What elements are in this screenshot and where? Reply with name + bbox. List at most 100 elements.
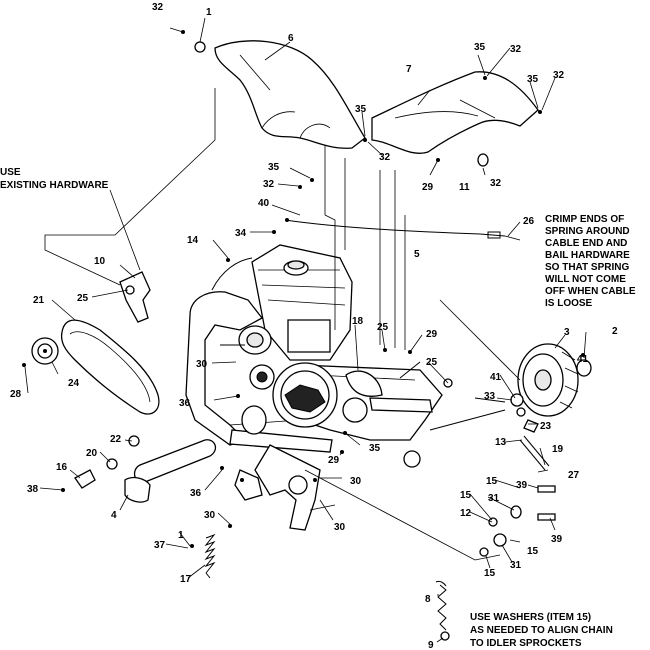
callout-label: 32 [490,178,502,189]
bolt-dots [22,30,585,548]
callout-label: 29 [422,182,434,193]
svg-text:CABLE END AND: CABLE END AND [545,238,627,249]
callout-label: 15 [460,490,472,501]
bracket-part [119,271,151,323]
engine-part [251,244,353,361]
callout-label: 35 [527,74,539,85]
callout-label: 18 [352,316,364,327]
chain-part [437,584,447,631]
callout-label: 32 [263,179,275,190]
callout-label: 30 [204,510,216,521]
callout-label: 25 [426,357,438,368]
callout-label: 6 [288,33,294,44]
drive-belt-part [60,319,160,415]
svg-text:OFF WHEN CABLE: OFF WHEN CABLE [545,286,636,297]
svg-text:SPRING AROUND: SPRING AROUND [545,226,630,237]
callout-label: 4 [111,510,117,521]
callout-label: 29 [328,455,340,466]
callout-label: 25 [377,322,389,333]
callout-label: 41 [577,354,589,365]
callout-label: 3 [564,327,570,338]
callout-label: 16 [56,462,68,473]
callout-label: 7 [406,64,412,75]
bail-handle-part [211,257,253,291]
callout-label: 40 [258,198,270,209]
callout-label: 26 [523,216,535,227]
callout-label: 37 [154,540,166,551]
callout-label: 31 [488,493,500,504]
svg-text:IS LOOSE: IS LOOSE [545,298,593,309]
callout-label: 12 [460,508,472,519]
callout-label: 2 [612,326,618,337]
axle-tube-part [124,439,217,503]
svg-text:WILL NOT COME: WILL NOT COME [545,274,626,285]
callout-label: 30 [196,359,208,370]
callout-label: 35 [355,104,367,115]
svg-text:SO THAT SPRING: SO THAT SPRING [545,262,629,273]
callout-label: 30 [350,476,362,487]
callout-label: 36 [179,398,191,409]
callout-label: 35 [268,162,280,173]
svg-text:TO IDLER SPROCKETS: TO IDLER SPROCKETS [470,638,582,649]
callout-label: 9 [428,640,434,650]
callout-label: 15 [486,476,498,487]
clutch-drum-part [238,325,383,435]
spring-part [204,533,216,574]
callout-label: 34 [235,228,247,239]
callout-label: 31 [510,560,522,571]
callout-label: 32 [379,152,391,163]
callout-label: 21 [33,295,45,306]
callout-label: 33 [484,391,496,402]
wheel-part [517,343,592,417]
callout-label: 28 [10,389,22,400]
callout-label: 1 [206,7,212,18]
callout-label: 39 [551,534,563,545]
callout-label: 19 [552,444,564,455]
svg-text:EXISTING HARDWARE: EXISTING HARDWARE [0,180,109,191]
callout-label: 39 [516,480,528,491]
callout-label: 41 [490,372,502,383]
callout-label: 27 [568,470,580,481]
callout-label: 15 [527,546,539,557]
callout-label: 35 [369,443,381,454]
callout-label: 15 [484,568,496,579]
callout-label: 25 [77,293,89,304]
svg-text:BAIL HARDWARE: BAIL HARDWARE [545,250,630,261]
callout-label: 35 [474,42,486,53]
svg-text:USE: USE [0,167,21,178]
callout-label: 30 [334,522,346,533]
callout-label: 14 [187,235,199,246]
callout-label: 11 [459,182,470,193]
svg-text:AS NEEDED TO ALIGN CHAIN: AS NEEDED TO ALIGN CHAIN [470,625,613,636]
callout-label: 1 [178,530,184,541]
callout-label: 36 [190,488,202,499]
note-crimp-spring: CRIMP ENDS OF SPRING AROUND CABLE END AN… [545,214,636,309]
leader-lines [24,17,587,643]
cable-part [284,219,506,237]
callout-label: 38 [27,484,39,495]
callout-label: 17 [180,574,192,585]
note-use-washers: USE WASHERS (ITEM 15) AS NEEDED TO ALIGN… [470,612,613,649]
callout-label: 32 [510,44,522,55]
idler-bracket-part [234,444,321,531]
callout-label: 10 [94,256,106,267]
callout-label: 32 [553,70,565,81]
callout-label: 22 [110,434,122,445]
pulley-part [31,337,59,365]
callout-label: 32 [152,2,164,13]
callout-label: 23 [540,421,552,432]
callout-label: 20 [86,448,98,459]
note-existing-hardware: USE EXISTING HARDWARE [0,167,109,191]
callout-label: 13 [495,437,507,448]
callout-label: 29 [426,329,438,340]
callout-numbers: 32 1 6 35 32 7 35 32 35 32 35 32 29 11 3… [10,2,618,650]
callout-label: 24 [68,378,80,389]
belt-cover-part [371,71,539,154]
upper-cover-part [214,40,366,149]
callout-label: 5 [414,249,420,260]
svg-text:CRIMP ENDS OF: CRIMP ENDS OF [545,214,624,225]
svg-text:USE WASHERS (ITEM 15): USE WASHERS (ITEM 15) [470,612,591,623]
callout-label: 8 [425,594,431,605]
